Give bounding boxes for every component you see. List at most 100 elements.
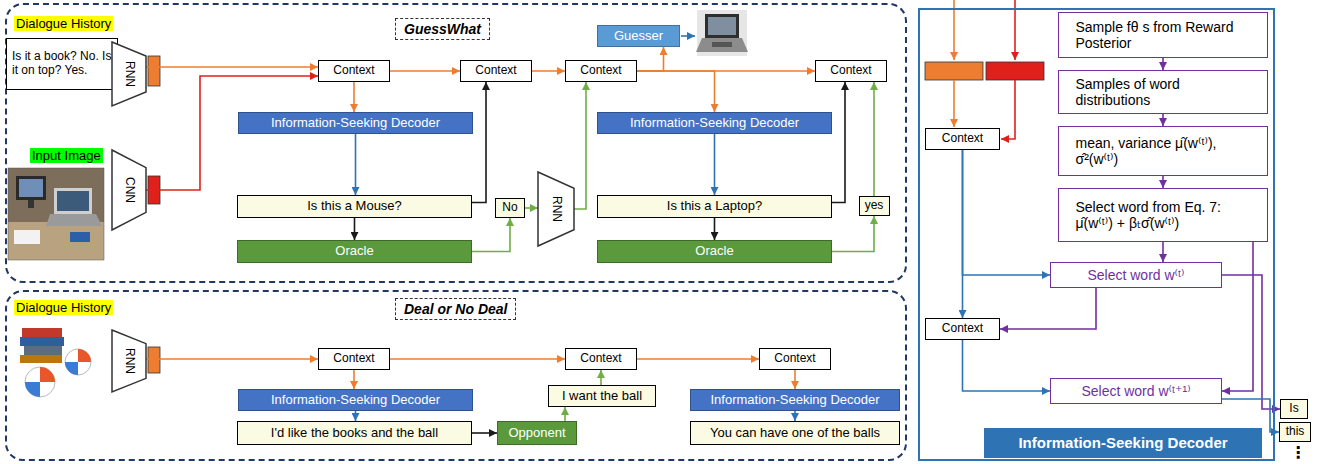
connector — [873, 82, 875, 196]
connector — [1222, 242, 1253, 391]
guesser-box: Guesser — [597, 25, 680, 47]
connector — [962, 150, 964, 318]
book — [24, 346, 62, 355]
connector — [637, 47, 664, 71]
connector — [472, 218, 510, 252]
node-label: RNN — [549, 196, 563, 222]
context-box: Context — [759, 348, 831, 370]
opponent-box: Opponent — [497, 421, 577, 445]
photo-object — [70, 232, 90, 242]
connector — [574, 82, 586, 209]
ball — [65, 349, 91, 375]
decoder-panel: Information-Seeking DecoderSample fθ s f… — [918, 8, 1275, 461]
node-label: You can have one of the balls — [710, 426, 880, 441]
node-label: Context — [333, 352, 374, 366]
ball-stripe — [65, 362, 78, 375]
photo-laptop-lid — [54, 188, 92, 214]
connector — [472, 432, 497, 434]
photo-laptop-screen — [57, 191, 89, 211]
photo-wall — [8, 168, 104, 260]
connector — [794, 411, 796, 421]
photo-monitor-stand — [28, 200, 34, 208]
items-illustration — [20, 328, 91, 397]
node-label: Is this a Mouse? — [307, 199, 402, 214]
ball-stripe — [40, 367, 55, 382]
laptop-screen — [708, 17, 736, 35]
image-embedding — [986, 62, 1044, 80]
label-holder: ⋮ — [1290, 443, 1306, 462]
step-box: Sample fθ s from Reward Posterior — [1058, 12, 1268, 58]
connector — [390, 358, 565, 360]
label-holder: Dialogue History — [14, 298, 113, 316]
node-label: Select word from Eq. 7: μ̂(w⁽ᵗ⁾) + βₜσ̂(… — [1076, 199, 1251, 231]
node-label: Context — [580, 64, 621, 78]
decoder-box: Information-Seeking Decoder — [238, 389, 473, 411]
question-box: Is this a Mouse? — [237, 195, 472, 218]
select-box: Select word w⁽ᵗ⁺¹⁾ — [1050, 378, 1222, 404]
context-box: Context — [565, 60, 637, 82]
oracle-box: Oracle — [237, 240, 472, 263]
context-box: Context — [925, 128, 1000, 150]
ball — [25, 367, 55, 397]
encoder-trapezoid: RNN — [112, 42, 146, 106]
dashed-panel: GuessWhat Is it a book? No. Is it on top?… — [5, 3, 907, 283]
book — [22, 328, 62, 337]
node-label: Information-Seeking Decoder — [710, 393, 879, 408]
connector — [146, 358, 318, 360]
connector — [600, 370, 602, 385]
step-box: Samples of word distributions — [1058, 70, 1268, 114]
label-holder: Input Image — [30, 146, 103, 164]
photo-desk — [8, 222, 104, 260]
photo-paper — [14, 230, 40, 244]
node-label: Select word w⁽ᵗ⁾ — [1087, 267, 1184, 283]
node-label: Context — [774, 352, 815, 366]
connector — [355, 134, 357, 195]
connector — [963, 150, 1051, 275]
node-label: Guesser — [614, 29, 663, 44]
connector — [714, 134, 716, 195]
laptop-photo — [696, 10, 748, 56]
node-label: Context — [942, 132, 983, 146]
node-label: I'd like the books and the ball — [271, 426, 438, 441]
answer-box: No — [495, 198, 525, 218]
history-embedding — [148, 347, 160, 373]
node-label: Samples of word distributions — [1076, 76, 1251, 108]
node-label: Context — [942, 322, 983, 336]
node-label: Context — [580, 352, 621, 366]
connector — [353, 82, 355, 112]
node-label: Oracle — [695, 244, 733, 259]
connector — [472, 82, 486, 203]
dashed-panel: Deal or No DealRNNContextContextContextI… — [5, 290, 907, 461]
connector — [390, 70, 460, 72]
word-box: this — [1279, 422, 1311, 442]
connector — [714, 218, 716, 240]
panel-title: GuessWhat — [395, 18, 490, 40]
context-box: Context — [318, 348, 390, 370]
context-box: Context — [565, 348, 637, 370]
node-label: Opponent — [508, 426, 565, 441]
ball-stripe — [78, 349, 91, 362]
connector — [532, 70, 565, 72]
oracle-box: Oracle — [597, 240, 832, 263]
photo-monitor — [16, 176, 46, 200]
decoder-box: Information-Seeking Decoder — [690, 389, 900, 411]
connector — [832, 82, 845, 203]
history-box: Is it a book? No. Is it on top? Yes. — [6, 38, 118, 90]
utterance-box: I want the ball — [548, 385, 656, 407]
history-to-context-wire — [953, 80, 955, 127]
connector — [1000, 288, 1096, 329]
laptop-keys — [712, 42, 732, 47]
node-label: Is this a Laptop? — [667, 199, 762, 214]
book — [20, 337, 64, 346]
connector — [963, 340, 1051, 391]
answer-box: yes — [859, 196, 890, 216]
trapezoid-shape — [112, 42, 146, 106]
node-label: Is it a book? No. Is it on top? Yes. — [12, 50, 112, 78]
connector — [637, 358, 759, 360]
input-label: Input Image — [30, 148, 103, 163]
context-box: Context — [318, 60, 390, 82]
node-label: Information-Seeking Decoder — [630, 116, 799, 131]
input-label: Dialogue History — [14, 300, 113, 315]
panel-title: Deal or No Deal — [395, 298, 516, 320]
decoder-box: Information-Seeking Decoder — [597, 112, 832, 134]
